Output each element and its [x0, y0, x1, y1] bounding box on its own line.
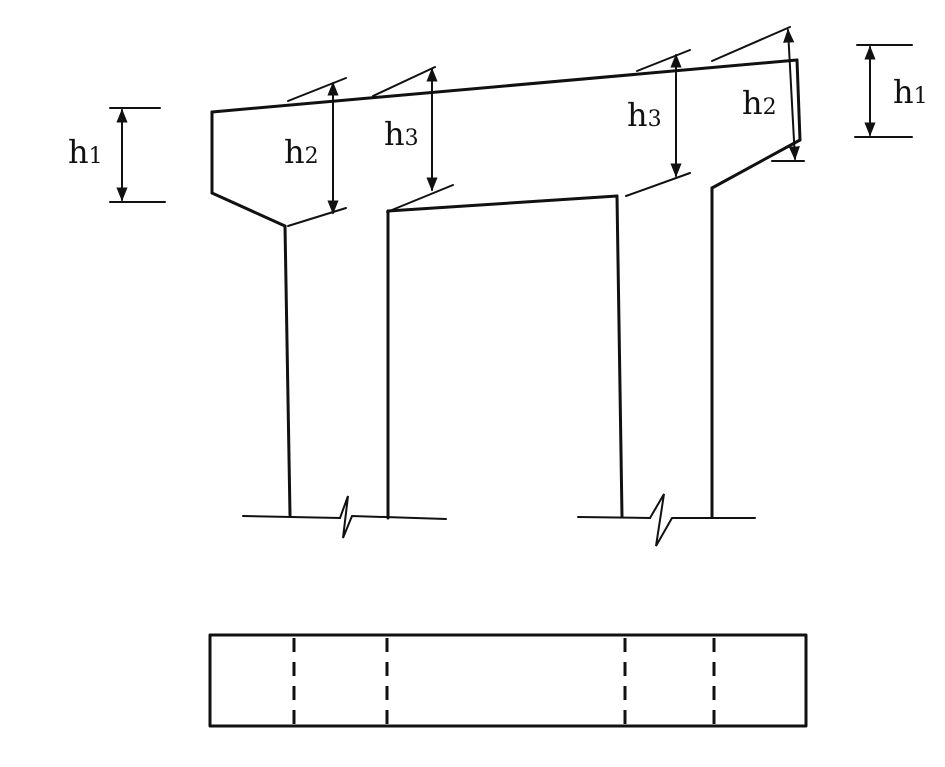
ground-break-right	[577, 493, 756, 547]
ground-lines	[242, 493, 756, 547]
dim-arrow-h2-right	[783, 28, 800, 161]
columns	[283, 186, 714, 520]
label-h2-right: h2	[742, 84, 777, 122]
tick	[625, 172, 691, 197]
cap-bottom-middle	[386, 194, 619, 213]
column-2-left	[615, 194, 624, 519]
ground-break-left	[242, 495, 447, 539]
label-h3-left: h3	[384, 115, 419, 153]
cap-left-haunch	[210, 191, 287, 228]
plan-view	[208, 633, 808, 728]
tick	[372, 66, 436, 97]
label-h1-left: h1	[68, 133, 103, 171]
cap-right-end	[795, 58, 802, 142]
tick	[287, 207, 347, 227]
extension-ticks	[109, 26, 913, 227]
label-h1-right: h1	[893, 73, 928, 111]
tick	[287, 77, 347, 102]
tick	[711, 26, 791, 62]
label-h2-left: h2	[284, 133, 319, 171]
tick	[386, 184, 454, 213]
column-1-left	[283, 224, 292, 517]
cap-right-haunch	[710, 138, 802, 190]
cap-top-edge	[210, 58, 799, 114]
tick	[636, 49, 691, 72]
dimension-labels: h1 h2 h3 h3 h2 h1	[68, 73, 928, 171]
dimension-arrows	[116, 28, 876, 215]
plan-outline	[208, 633, 808, 728]
label-h3-right: h3	[627, 96, 662, 134]
